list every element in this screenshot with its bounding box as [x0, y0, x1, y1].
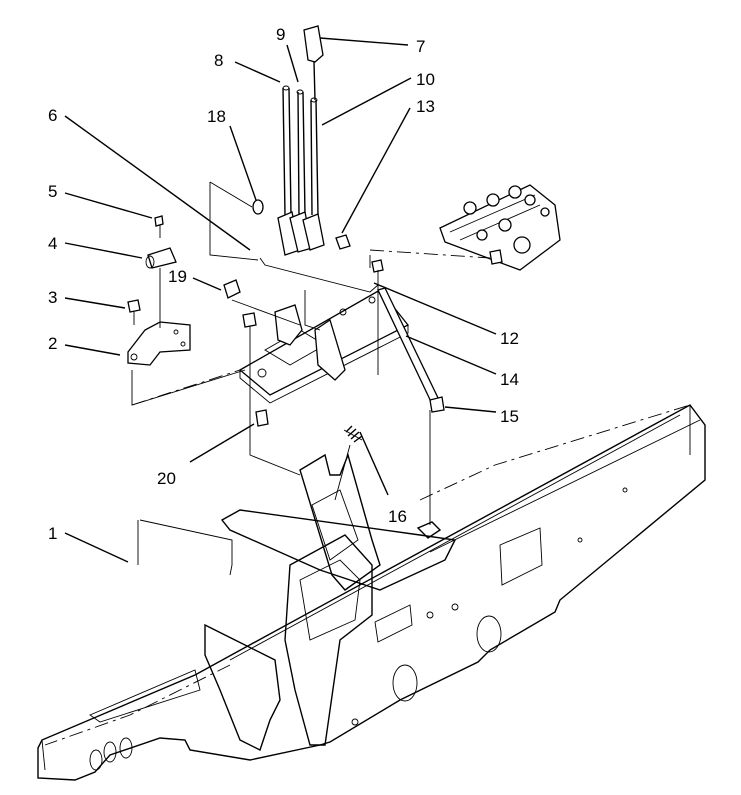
- callout-6: 6: [48, 106, 57, 125]
- callout-14: 14: [500, 370, 519, 389]
- callout-8: 8: [214, 51, 223, 70]
- callout-2: 2: [48, 334, 57, 353]
- callout-9: 9: [276, 25, 285, 44]
- callout-19: 19: [168, 267, 187, 286]
- callout-13: 13: [416, 97, 435, 116]
- mount-plate: [238, 289, 410, 404]
- callout-12: 12: [500, 329, 519, 348]
- callout-20: 20: [157, 469, 176, 488]
- callout-4: 4: [48, 234, 57, 253]
- callout-16: 16: [388, 507, 407, 526]
- callout-labels: 1 2 3 4 5 6 7 8 9 10 12 13 14 15 16 18 1…: [48, 25, 519, 543]
- callout-15: 15: [500, 407, 519, 426]
- leader-lines: [64, 37, 497, 563]
- tractor-frame: [37, 404, 706, 781]
- callout-1: 1: [48, 524, 57, 543]
- assembly-outline-lines: [131, 181, 491, 576]
- hydraulic-valve: [439, 184, 561, 271]
- small-bracket: [127, 215, 191, 366]
- callout-18: 18: [207, 107, 226, 126]
- callout-10: 10: [416, 70, 435, 89]
- control-levers: [223, 25, 445, 501]
- callout-5: 5: [48, 182, 57, 201]
- callout-3: 3: [48, 288, 57, 307]
- callout-7: 7: [416, 37, 425, 56]
